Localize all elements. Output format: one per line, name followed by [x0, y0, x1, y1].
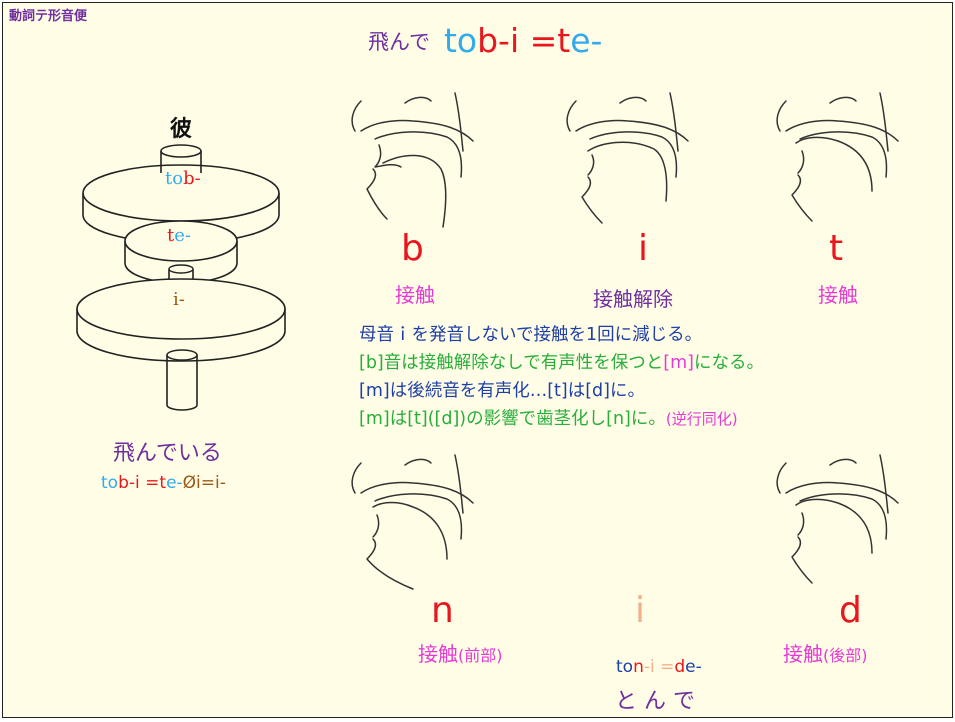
note-line-4: [m]は[t]([d])の影響で歯茎化し[n]に。(逆行同化) [359, 409, 738, 429]
title-rom-e: e- [570, 21, 603, 60]
mouth-diagram-n-icon [351, 454, 474, 590]
disk3-label: i- [173, 289, 185, 310]
bottom-formula: ton-i =de- [616, 657, 702, 677]
label-d: 接触(後部) [783, 642, 868, 666]
mouth-diagram-d-icon [776, 454, 899, 584]
label-n: 接触(前部) [418, 642, 503, 666]
sound-d: d [839, 590, 862, 631]
title-rom-bi: b-i [477, 21, 520, 60]
stack-formula: tob-i =te-Øi=i- [101, 473, 226, 493]
mouth-diagram-t-icon [776, 92, 899, 222]
sound-t: t [829, 228, 844, 269]
mouth-diagram-b-icon [351, 92, 474, 228]
label-b: 接触 [395, 283, 435, 307]
label-i: 接触解除 [593, 287, 673, 311]
title-rom-eq: = [519, 21, 558, 60]
sound-n: n [431, 590, 454, 631]
disk2-label: te- [167, 225, 191, 246]
sound-i: i [638, 228, 649, 269]
sound-b: b [401, 228, 424, 269]
title-rom-t: t [557, 21, 571, 60]
corner-title: 動詞テ形音便 [9, 9, 88, 24]
disk1-label: tob- [165, 168, 201, 189]
bottom-kana: と ん で [615, 689, 695, 714]
stack-caption: 飛んでいる [113, 441, 222, 466]
note-line-1: 母音ｉを発音しないで接触を1回に減じる。 [359, 325, 703, 345]
sound-i-faded: i [635, 590, 646, 631]
label-t: 接触 [818, 283, 858, 307]
title-japanese: 飛んで [368, 29, 430, 54]
note-line-2: [b]音は接触解除なしで有声性を保つと[m]になる。 [359, 353, 764, 373]
stacked-disks-icon [76, 144, 286, 411]
mouth-diagram-i-icon [566, 92, 689, 224]
stack-top-label: 彼 [170, 117, 193, 142]
slide-title: 飛んで tob-i =te- [368, 21, 602, 65]
title-rom-to: to [443, 21, 478, 60]
note-line-3: [m]は後続音を有声化…[t]は[d]に。 [359, 381, 645, 401]
